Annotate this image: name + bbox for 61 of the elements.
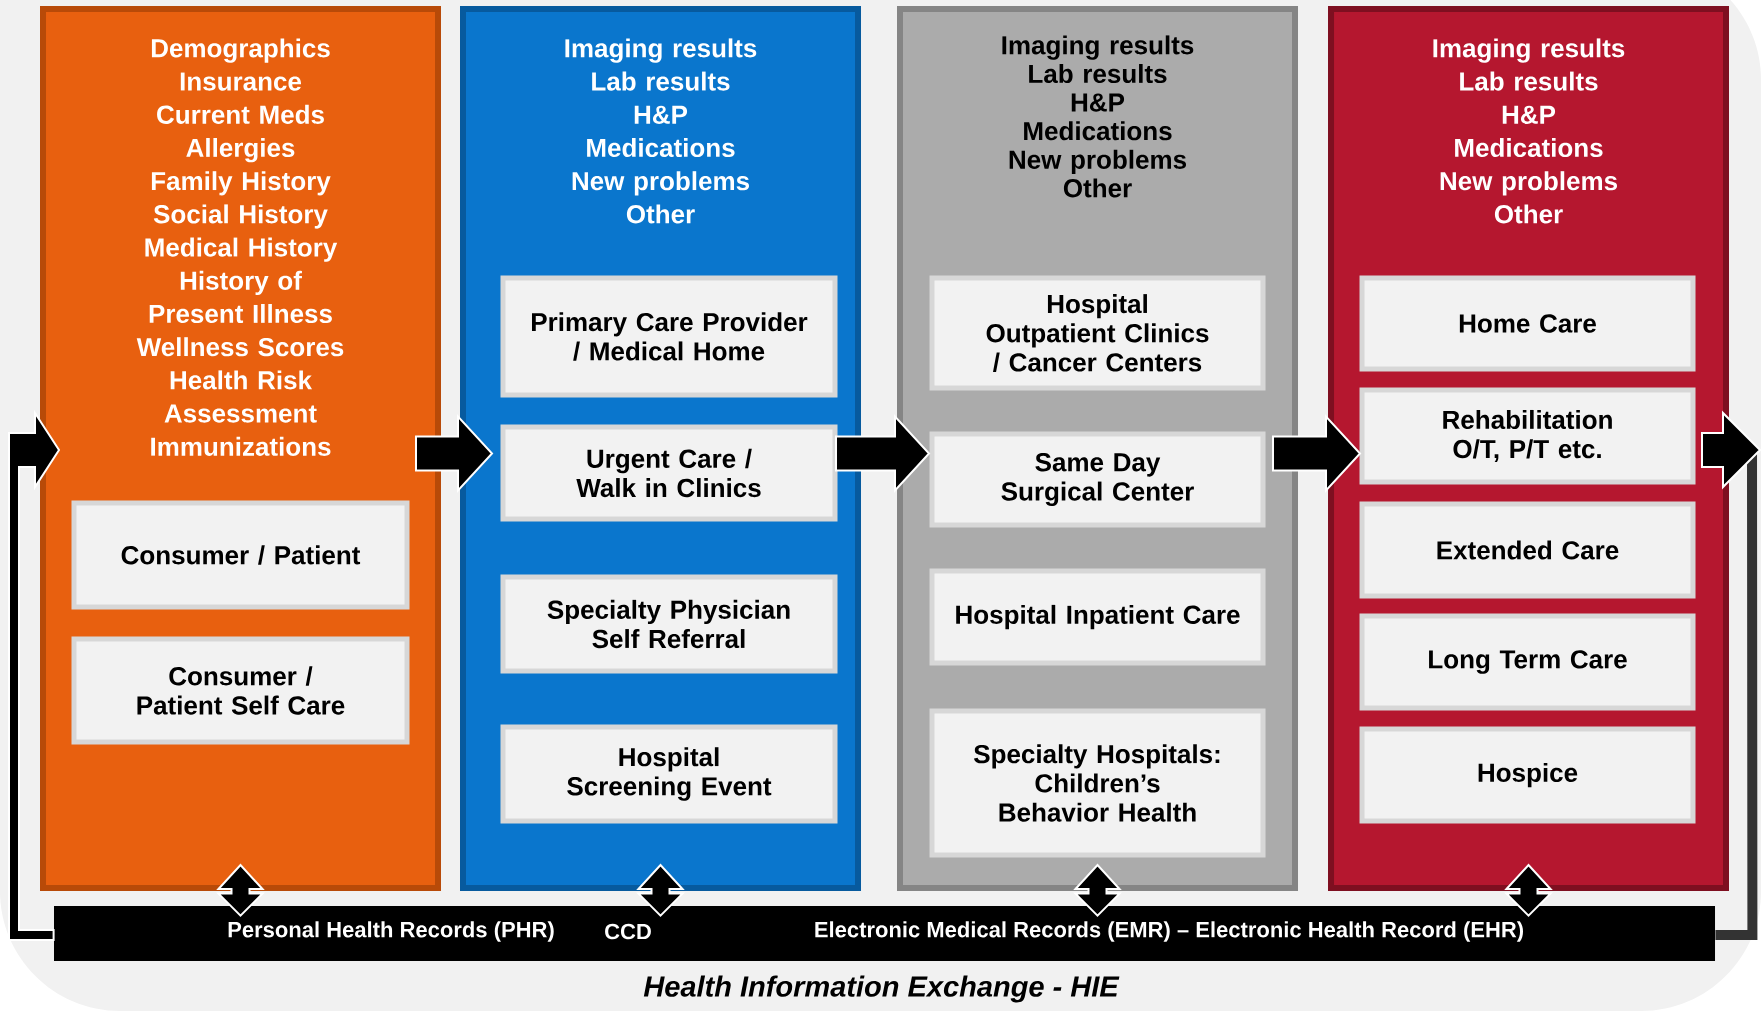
node-label: Imaging results: [1002, 35, 1194, 60]
item-list: Imaging results Lab results H&P Medications New problems Other: [565, 38, 757, 224]
item-list: Demographics Insurance Current Meds Allergies Family History Social History Medical History History of Present Illness Wellness Scores Health Risk Assessment Immunizations: [136, 38, 344, 456]
node-label: Allergies: [186, 137, 295, 163]
loop-arrow: [8, 409, 61, 941]
care-setting-box: Hospital Outpatient Clinics / Cancer Centers: [929, 275, 1266, 391]
node-label: Health Risk Assessment: [164, 370, 317, 423]
node-label: Current Meds: [157, 104, 324, 124]
node-label: Insurance: [180, 72, 302, 91]
node-label: Medications: [587, 137, 735, 158]
bar-label: CCD: [605, 923, 651, 940]
item-list: Imaging results Lab results H&P Medications New problems Other: [1433, 38, 1625, 224]
node-label: Social History: [153, 204, 328, 229]
block-arrow: [1701, 410, 1762, 490]
bar-label: Electronic Medical Records (EMR) – Electronic Health Record (EHR): [815, 921, 1523, 942]
block-arrow: [415, 413, 494, 494]
node-label: Imaging results: [565, 38, 757, 63]
caption: Health Information Exchange - HIE: [643, 975, 1120, 1003]
node-label: Medical History: [145, 237, 338, 262]
node-label: Family History: [151, 171, 331, 196]
node-label: Other: [1063, 178, 1132, 198]
double-arrow: [636, 863, 685, 918]
node-label: Medications: [1024, 121, 1172, 141]
care-setting-box: Primary Care Provider / Medical Home: [500, 275, 838, 398]
block-arrow: [835, 413, 931, 494]
care-setting-box: Hospital Inpatient Care: [929, 568, 1266, 666]
bar-label: Personal Health Records (PHR): [228, 921, 554, 942]
care-setting-box: Rehabilitation O/T, P/T etc.: [1359, 387, 1696, 485]
node-label: H&P: [1071, 93, 1125, 112]
node-label: New problems: [1009, 149, 1187, 175]
care-setting-box: Consumer / Patient Self Care: [71, 636, 410, 745]
care-setting-box: Hospice: [1359, 726, 1696, 824]
node-label: Immunizations: [151, 436, 331, 456]
care-setting-box: Same Day Surgical Center: [929, 431, 1266, 528]
double-arrow: [216, 863, 265, 918]
node-label: New problems: [572, 171, 750, 196]
node-label: Lab results: [592, 71, 730, 91]
care-setting-box: Consumer / Patient: [71, 500, 410, 610]
node-label: H&P: [634, 105, 688, 124]
node-label: Other: [626, 204, 695, 224]
care-setting-box: Specialty Hospitals: Children’s Behavior Health: [929, 708, 1266, 858]
node-label: Demographics: [151, 38, 330, 63]
node-label: History of Present Illness: [149, 270, 332, 324]
block-arrow: [1272, 413, 1362, 494]
double-arrow: [1073, 863, 1122, 918]
care-setting-box: Home Care: [1359, 275, 1696, 372]
double-arrow: [1504, 863, 1553, 918]
node-label: H&P: [1502, 105, 1556, 124]
node-label: Other: [1494, 204, 1563, 224]
node-label: Imaging results: [1433, 38, 1625, 63]
care-setting-box: Extended Care: [1359, 501, 1696, 599]
item-list: Imaging results Lab results H&P Medications New problems Other: [1002, 35, 1194, 198]
care-setting-box: Long Term Care: [1359, 613, 1696, 711]
node-label: Lab results: [1029, 63, 1167, 84]
node-label: Medications: [1455, 137, 1603, 158]
care-setting-box: Specialty Physician Self Referral: [500, 574, 838, 674]
node-label: Lab results: [1460, 71, 1598, 91]
node-label: Wellness Scores: [136, 337, 344, 357]
node-label: New problems: [1440, 171, 1618, 196]
care-setting-box: Hospital Screening Event: [500, 724, 838, 824]
care-setting-box: Urgent Care / Walk in Clinics: [500, 424, 838, 522]
